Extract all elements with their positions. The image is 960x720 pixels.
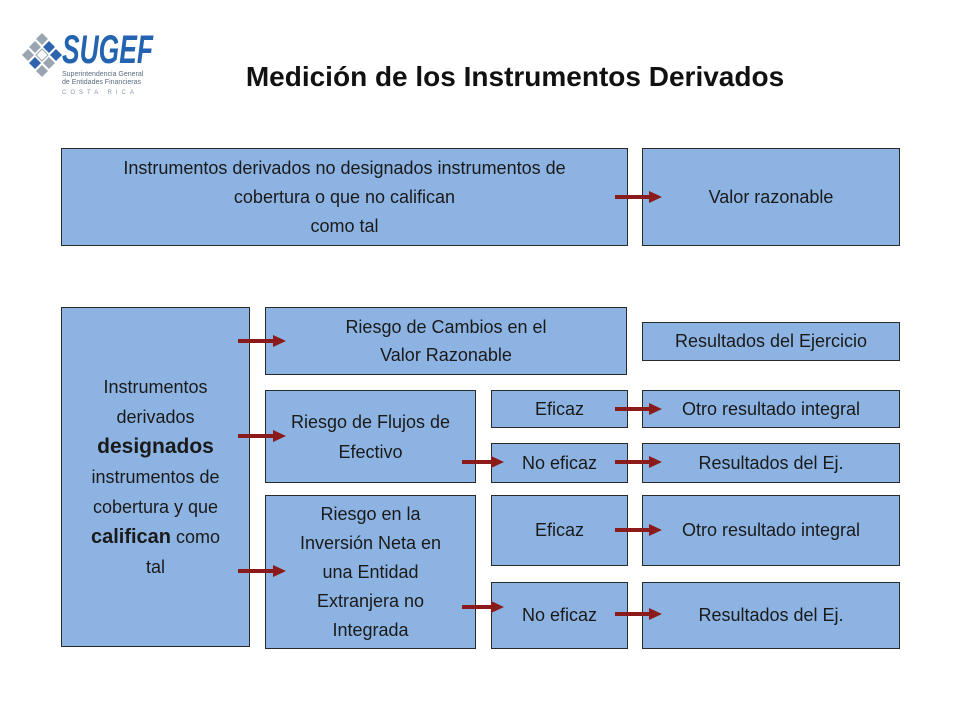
box-text-line: instrumentos de: [91, 467, 220, 487]
cash-flow-ineffective-result-box: Resultados del Ej.: [642, 443, 900, 483]
sugef-logo: SUGEF Superintendencia General de Entida…: [20, 28, 160, 104]
page-title: Medición de los Instrumentos Derivados: [245, 61, 785, 92]
box-text-line: cobertura y que: [92, 497, 219, 517]
box-text-line: Valor razonable: [708, 186, 834, 207]
box-text-line: Integrada: [332, 619, 409, 640]
fair-value-result-box: Valor razonable: [642, 148, 900, 246]
net-investment-effective-box: Eficaz: [491, 495, 628, 566]
box-text-line: Efectivo: [338, 441, 403, 462]
fair-value-risk-box: Riesgo de Cambios en el Valor Razonable: [265, 307, 627, 375]
box-text-line: Otro resultado integral: [681, 398, 861, 419]
box-text-line: Extranjera no: [316, 590, 425, 611]
box-text-line: una Entidad: [322, 561, 419, 582]
box-text-line: Valor Razonable: [380, 345, 512, 365]
box-text-line: Riesgo de Flujos de: [290, 411, 451, 432]
cash-flow-risk-box: Riesgo de Flujos de Efectivo: [265, 390, 476, 483]
box-text-line: Resultados del Ej.: [698, 605, 844, 625]
cash-flow-effective-result-box: Otro resultado integral: [642, 390, 900, 428]
designated-derivatives-box: Instrumentos derivados designados instru…: [61, 307, 250, 647]
box-text-line: Resultados del Ej.: [698, 452, 844, 473]
box-text-line: tal: [145, 557, 165, 577]
box-text-line: Resultados del Ejercicio: [674, 331, 868, 351]
box-text-line: Eficaz: [534, 398, 585, 419]
box-text-line: cobertura o que no califican: [233, 186, 456, 207]
emphasis-designados: designados: [97, 435, 214, 458]
box-text-line: derivados: [116, 407, 195, 427]
box-text-fragment: como: [176, 527, 221, 547]
box-text-line: Otro resultado integral: [681, 520, 861, 540]
logo-subtitle-line-1: Superintendencia General: [62, 71, 144, 78]
box-text-line: Riesgo de Cambios en el: [345, 317, 547, 337]
fair-value-risk-result-box: Resultados del Ejercicio: [642, 322, 900, 361]
net-investment-ineffective-result-box: Resultados del Ej.: [642, 582, 900, 649]
net-investment-ineffective-box: No eficaz: [491, 582, 628, 649]
box-text-line: Instrumentos derivados no designados ins…: [123, 157, 566, 178]
logo-country: COSTA RICA: [62, 90, 138, 96]
box-text-line: No eficaz: [521, 605, 598, 625]
non-designated-derivatives-box: Instrumentos derivados no designados ins…: [61, 148, 628, 246]
cash-flow-ineffective-box: No eficaz: [491, 443, 628, 483]
box-text-line: No eficaz: [521, 452, 598, 473]
emphasis-califican: califican: [90, 526, 172, 548]
box-text-line: Eficaz: [534, 520, 585, 540]
box-text-line: Riesgo en la: [320, 503, 421, 524]
sugef-diamond-logo-icon: [22, 33, 62, 77]
logo-wordmark: SUGEF: [62, 28, 153, 72]
cash-flow-effective-box: Eficaz: [491, 390, 628, 428]
logo-subtitle-line-2: de Entidades Financieras: [62, 79, 141, 86]
box-text-line: Instrumentos: [103, 377, 208, 397]
net-investment-effective-result-box: Otro resultado integral: [642, 495, 900, 566]
net-investment-risk-box: Riesgo en la Inversión Neta en una Entid…: [265, 495, 476, 649]
box-text-line: como tal: [310, 215, 379, 236]
box-text-line: Inversión Neta en: [299, 532, 442, 553]
